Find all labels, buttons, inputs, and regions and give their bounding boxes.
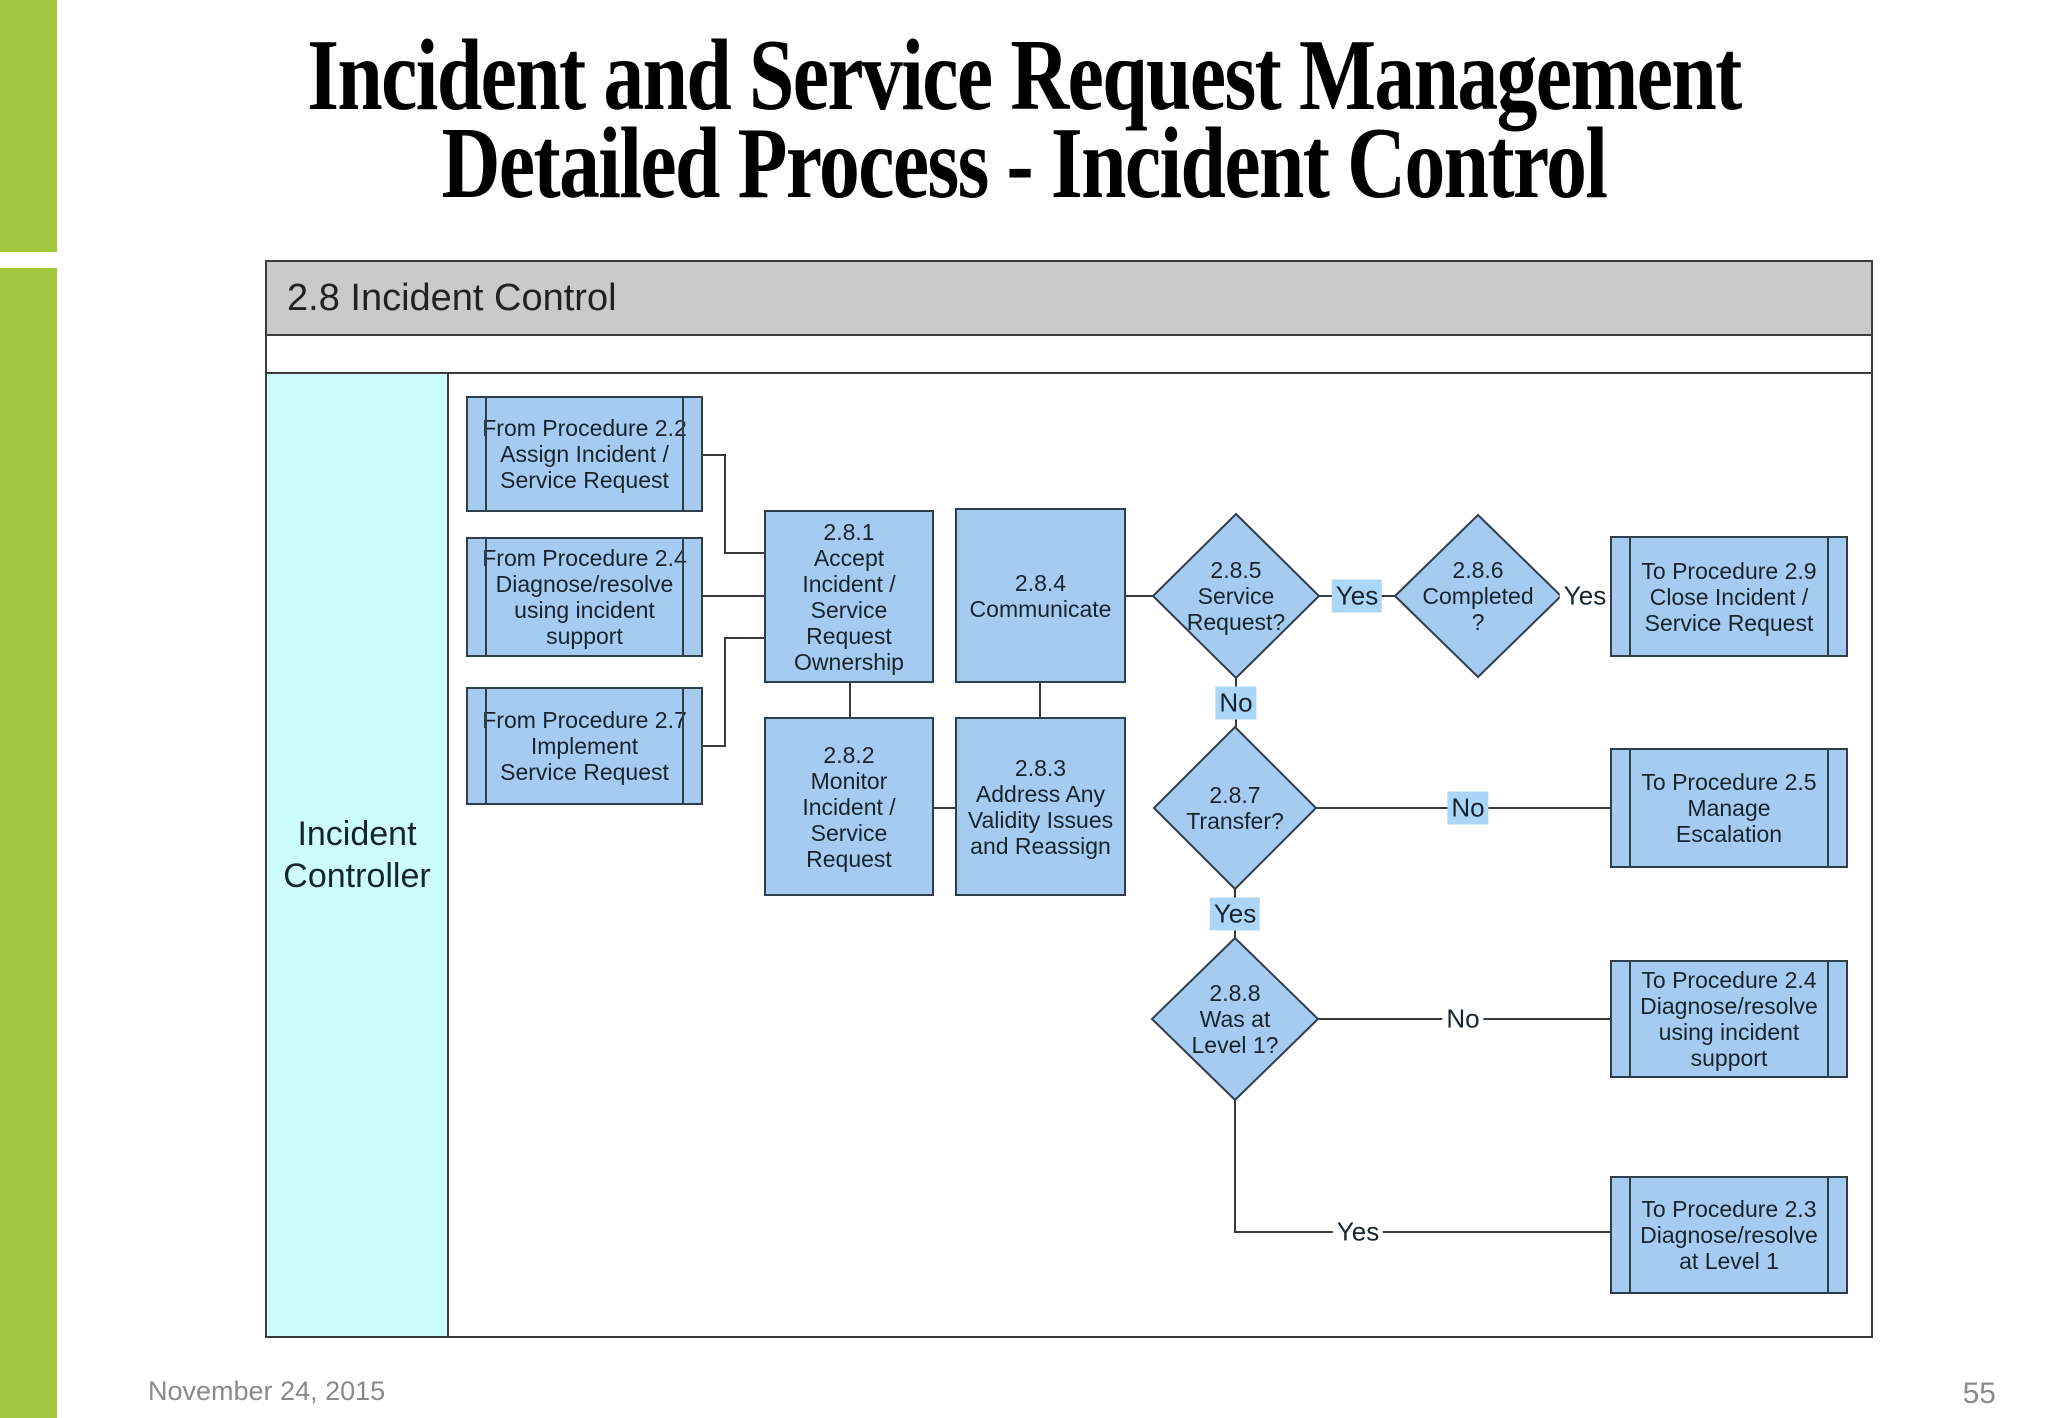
node-text: 2.8.1 Accept Incident / Service Request … [794,518,904,675]
flowchart-header-title: 2.8 Incident Control [287,276,617,319]
node-text: From Procedure 2.7 Implement Service Req… [482,707,687,785]
slide-title-line1: Incident and Service Request Management [307,19,1742,132]
node-from-procedure-2-7: From Procedure 2.7 Implement Service Req… [466,687,703,805]
decision-shape-2-8-7 [1152,725,1318,891]
node-2-8-4-communicate: 2.8.4 Communicate [955,508,1126,683]
slide-title: Incident and Service Request Management … [205,19,1843,220]
edge-label-yes-287-288: Yes [1209,897,1261,931]
node-from-procedure-2-2: From Procedure 2.2 Assign Incident / Ser… [466,396,703,512]
accent-bar-top [0,0,57,252]
edge-label-yes-288-to23: Yes [1332,1215,1384,1249]
edge-label-no-288-to24: No [1442,1002,1484,1036]
decision-label-2-8-6: 2.8.6 Completed ? [1422,557,1534,635]
node-text: To Procedure 2.3 Diagnose/resolve at Lev… [1640,1196,1818,1274]
page-number: 55 [1962,1377,1996,1410]
node-to-procedure-2-5: To Procedure 2.5 Manage Escalation [1610,748,1848,868]
decision-label-2-8-7: 2.8.7 Transfer? [1186,782,1284,834]
node-text: To Procedure 2.9 Close Incident / Servic… [1641,557,1817,636]
decision-label-2-8-5: 2.8.5 Service Request? [1186,557,1286,635]
accent-bar-bottom [0,268,57,1418]
swimlane-incident-controller: Incident Controller [265,372,449,1338]
node-text: From Procedure 2.2 Assign Incident / Ser… [482,415,687,493]
node-text: 2.8.3 Address Any Validity Issues and Re… [967,754,1114,859]
node-2-8-2-monitor: 2.8.2 Monitor Incident / Service Request [764,717,934,896]
node-to-procedure-2-3: To Procedure 2.3 Diagnose/resolve at Lev… [1610,1176,1848,1294]
decision-shape-2-8-8 [1150,936,1320,1102]
edge-label-yes-285-286: Yes [1331,579,1383,613]
node-text: To Procedure 2.5 Manage Escalation [1641,769,1817,847]
connector-from27-to-281 [703,637,764,747]
edge-label-yes-286-to29: Yes [1559,579,1611,613]
node-to-procedure-2-4: To Procedure 2.4 Diagnose/resolve using … [1610,960,1848,1078]
node-text: To Procedure 2.4 Diagnose/resolve using … [1640,967,1818,1071]
node-2-8-1-accept-ownership: 2.8.1 Accept Incident / Service Request … [764,510,934,683]
edge-label-no-287-to25: No [1447,791,1489,825]
decision-label-2-8-8: 2.8.8 Was at Level 1? [1191,980,1279,1058]
decision-shape-2-8-5 [1151,512,1321,680]
flowchart-header: 2.8 Incident Control [265,260,1873,336]
node-to-procedure-2-9: To Procedure 2.9 Close Incident / Servic… [1610,536,1848,657]
flowchart-subheader-divider [265,372,1873,374]
node-from-procedure-2-4: From Procedure 2.4 Diagnose/resolve usin… [466,537,703,657]
slide-title-line2: Detailed Process - Incident Control [441,107,1608,220]
decision-shape-2-8-6 [1393,513,1563,679]
node-text: 2.8.4 Communicate [969,569,1112,622]
swimlane-label: Incident Controller [283,815,431,895]
footer-date: November 24, 2015 [148,1376,386,1406]
node-2-8-3-address-validity: 2.8.3 Address Any Validity Issues and Re… [955,717,1126,896]
node-text: 2.8.2 Monitor Incident / Service Request [802,741,896,872]
connector-288-yes-to23 [1234,1100,1610,1233]
node-text: From Procedure 2.4 Diagnose/resolve usin… [482,545,687,649]
edge-label-no-285-287: No [1215,686,1257,720]
connector-from22-to-281 [703,454,764,554]
